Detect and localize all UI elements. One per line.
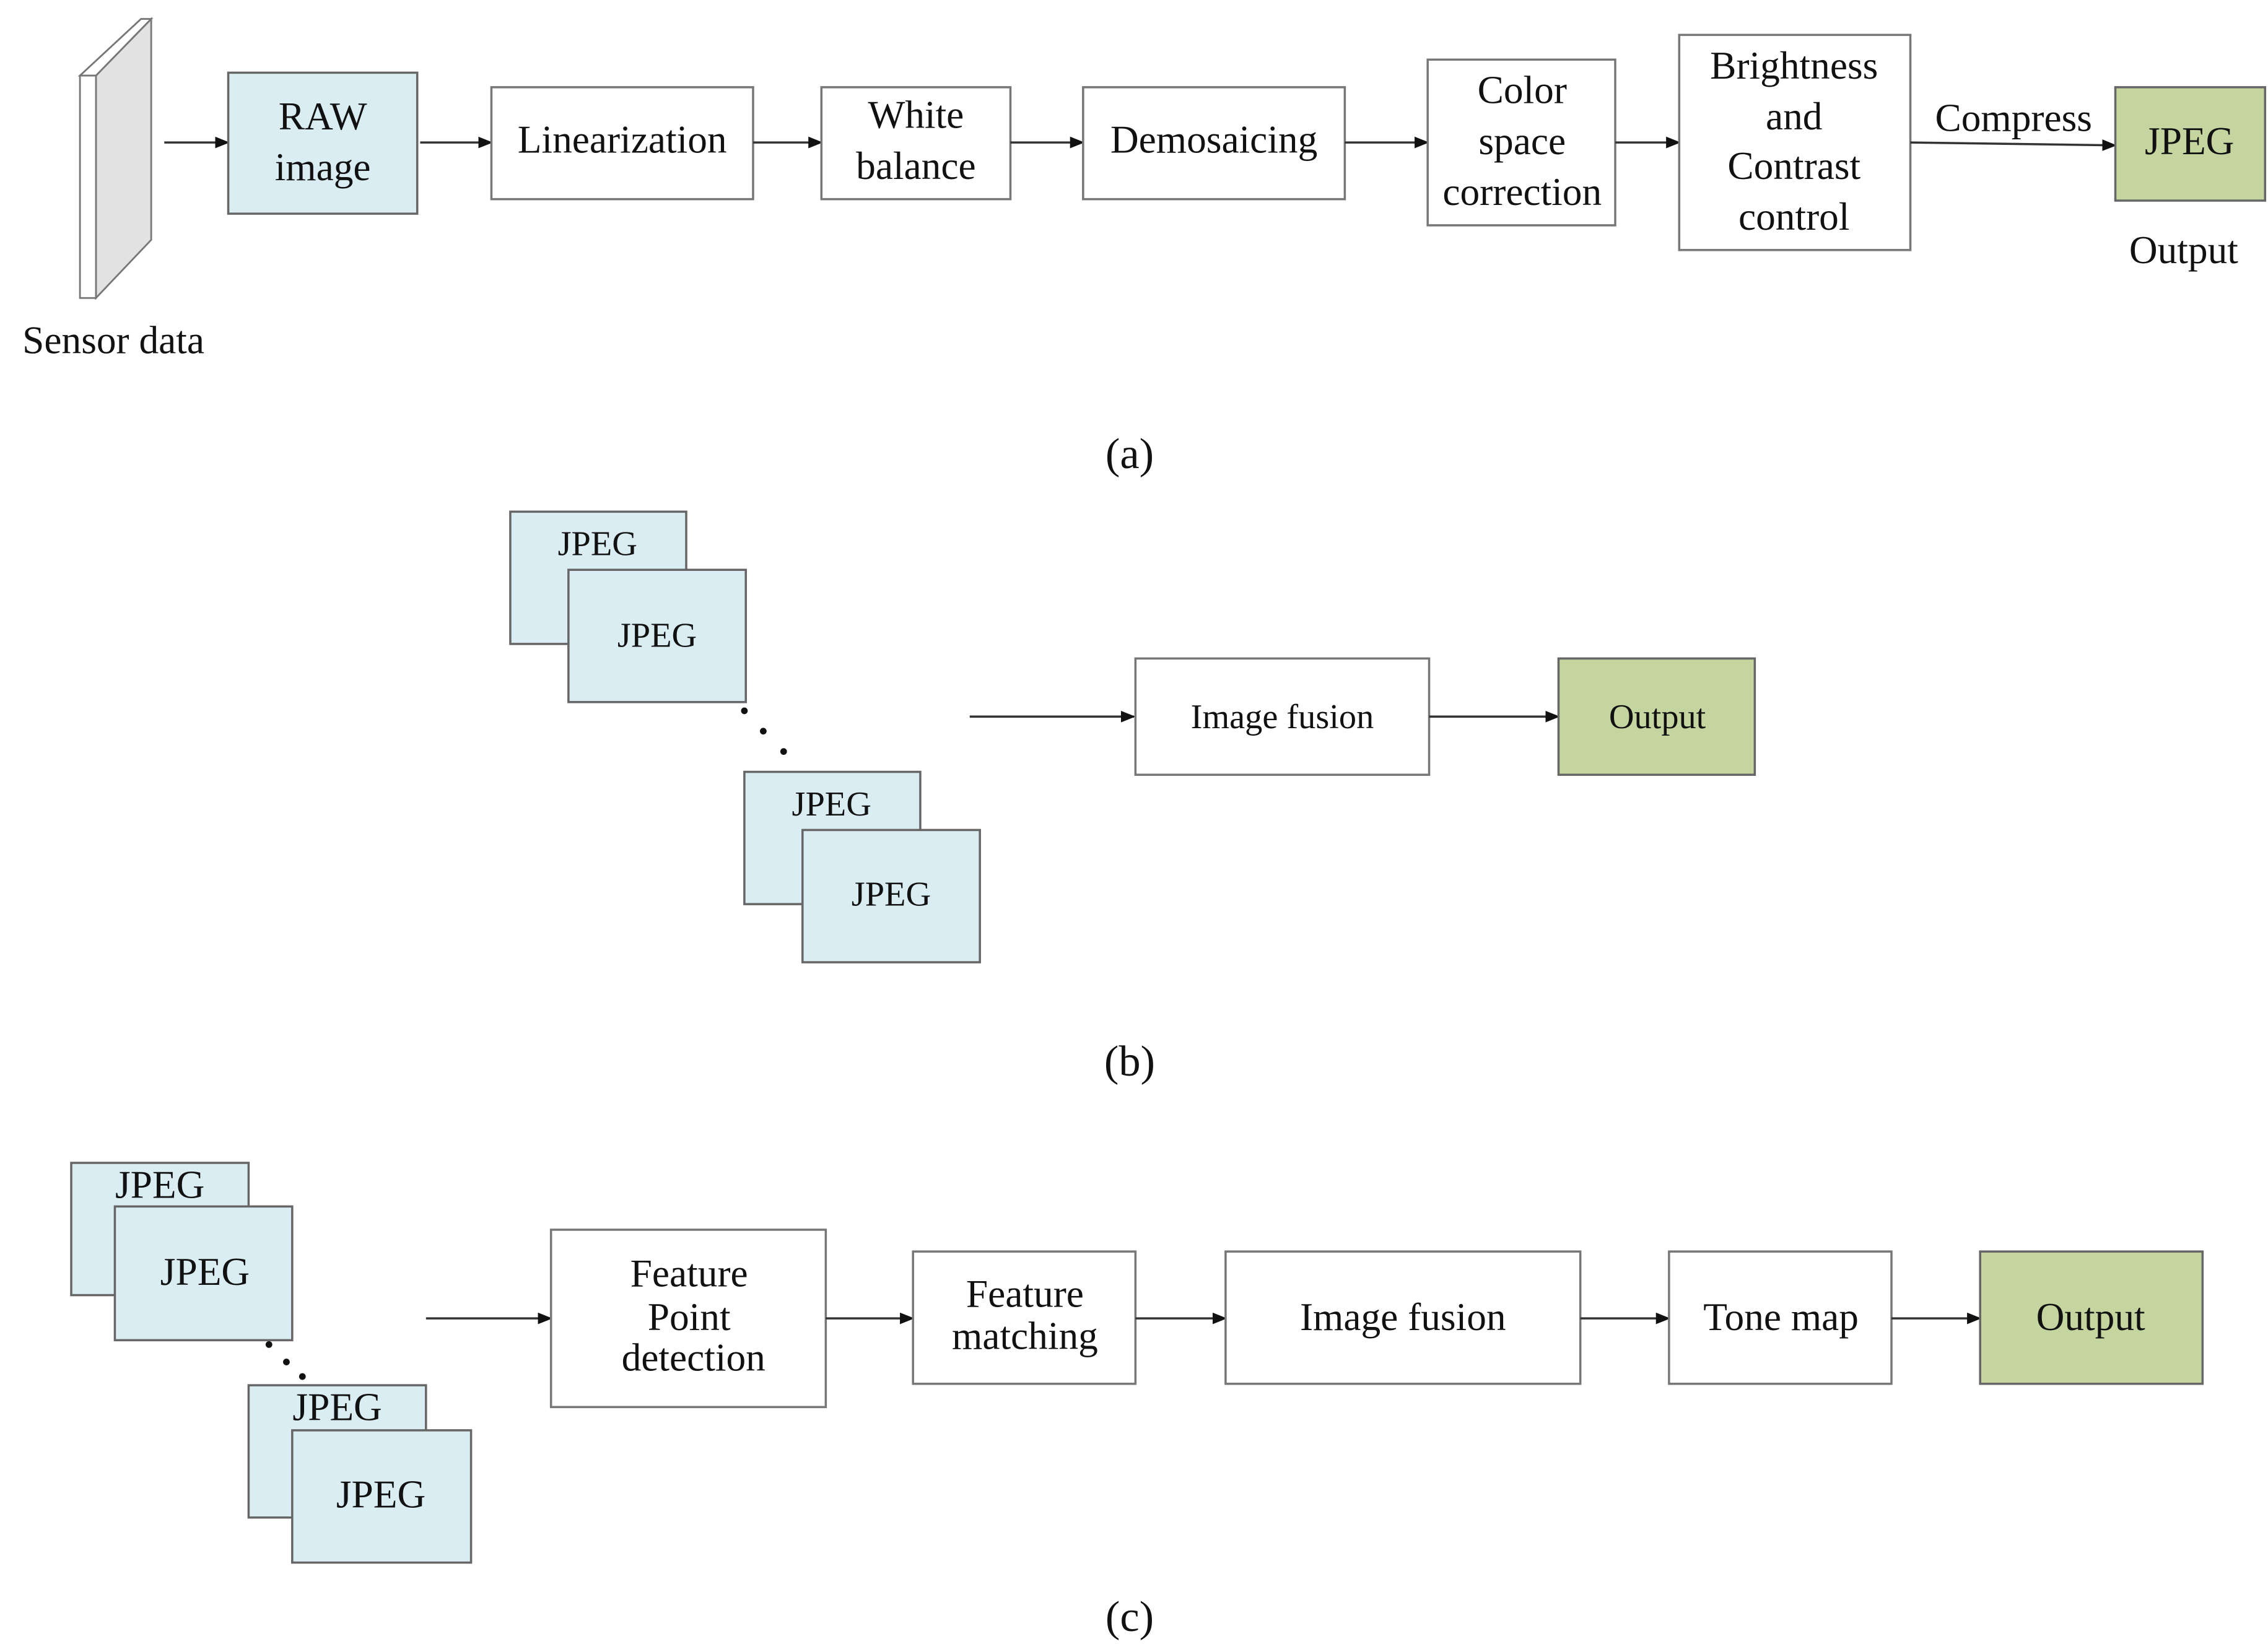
tone-map-box: Tone map xyxy=(1668,1250,1893,1385)
ellipsis-dots xyxy=(741,707,787,755)
sensor-data-label: Sensor data xyxy=(22,318,204,362)
panel-a-caption: (a) xyxy=(1106,430,1154,478)
brightness-line-1: Brightness xyxy=(1710,44,1878,87)
brightness-line-2: and xyxy=(1766,95,1823,138)
jpeg-output-box: JPEG xyxy=(2114,86,2267,202)
feature-matching-line-1: Feature xyxy=(966,1272,1084,1315)
color-space-line-3: correction xyxy=(1442,170,1602,214)
output-label: Output xyxy=(2129,228,2238,272)
white-balance-line-1: White xyxy=(868,94,964,137)
jpeg-front-label: JPEG xyxy=(617,617,697,655)
output-label: Output xyxy=(2036,1295,2145,1339)
demosaicing-box: Demosaicing xyxy=(1082,86,1346,201)
feature-point-line-1: Feature xyxy=(630,1252,748,1295)
raw-image-box: RAW image xyxy=(227,71,419,215)
jpeg-stack-2: JPEG JPEG xyxy=(247,1384,473,1564)
white-balance-box: White balance xyxy=(820,86,1012,201)
image-fusion-label: Image fusion xyxy=(1191,698,1374,736)
compress-arrow xyxy=(1910,139,2117,151)
image-fusion-box: Image fusion xyxy=(1224,1250,1582,1385)
feature-matching-line-2: matching xyxy=(952,1314,1098,1357)
jpeg-stack-2: JPEG JPEG xyxy=(743,770,981,963)
output-label: Output xyxy=(1609,698,1706,736)
panel-b: JPEG JPEG JPEG JPEG Image fusion Output … xyxy=(509,510,1756,1085)
output-box: Output xyxy=(1557,657,1756,776)
jpeg-front-label: JPEG xyxy=(160,1250,250,1294)
sensor-icon xyxy=(77,17,154,300)
image-fusion-box: Image fusion xyxy=(1134,657,1431,776)
demosaicing-label: Demosaicing xyxy=(1110,118,1317,162)
color-space-line-2: space xyxy=(1478,120,1566,163)
color-space-correction-box: Color space correction xyxy=(1426,58,1616,227)
panel-b-caption: (b) xyxy=(1104,1037,1155,1085)
panel-a: Sensor data RAW image Linearization Whit… xyxy=(22,17,2267,478)
feature-point-detection-box: Feature Point detection xyxy=(549,1229,827,1409)
raw-line-1: RAW xyxy=(279,95,367,138)
jpeg-back-label: JPEG xyxy=(115,1163,204,1206)
jpeg-back-label: JPEG xyxy=(792,785,871,824)
brightness-contrast-box: Brightness and Contrast control xyxy=(1678,33,1912,251)
jpeg-front-label: JPEG xyxy=(852,875,931,913)
feature-point-line-2: Point xyxy=(648,1295,731,1339)
jpeg-back-label: JPEG xyxy=(292,1385,382,1429)
feature-matching-box: Feature matching xyxy=(912,1250,1137,1385)
jpeg-label: JPEG xyxy=(2145,120,2234,163)
raw-line-2: image xyxy=(275,146,371,189)
white-balance-line-2: balance xyxy=(856,144,976,188)
compress-label: Compress xyxy=(1935,96,2091,139)
tone-map-label: Tone map xyxy=(1703,1295,1859,1339)
image-fusion-label: Image fusion xyxy=(1300,1295,1506,1339)
jpeg-stack-1: JPEG JPEG xyxy=(509,510,747,703)
feature-point-line-3: detection xyxy=(622,1336,765,1380)
brightness-line-3: Contrast xyxy=(1727,144,1860,188)
color-space-line-1: Color xyxy=(1478,69,1567,112)
ellipsis-dots xyxy=(265,1341,306,1380)
panel-c-caption: (c) xyxy=(1106,1593,1154,1641)
jpeg-front-label: JPEG xyxy=(336,1472,425,1516)
jpeg-stack-1: JPEG JPEG xyxy=(70,1162,294,1342)
output-box: Output xyxy=(1979,1250,2204,1385)
panel-c: JPEG JPEG JPEG JPEG Feature Point detect… xyxy=(70,1162,2204,1641)
jpeg-back-label: JPEG xyxy=(558,525,637,563)
brightness-line-4: control xyxy=(1738,195,1850,238)
linearization-label: Linearization xyxy=(518,118,727,162)
linearization-box: Linearization xyxy=(490,86,754,201)
